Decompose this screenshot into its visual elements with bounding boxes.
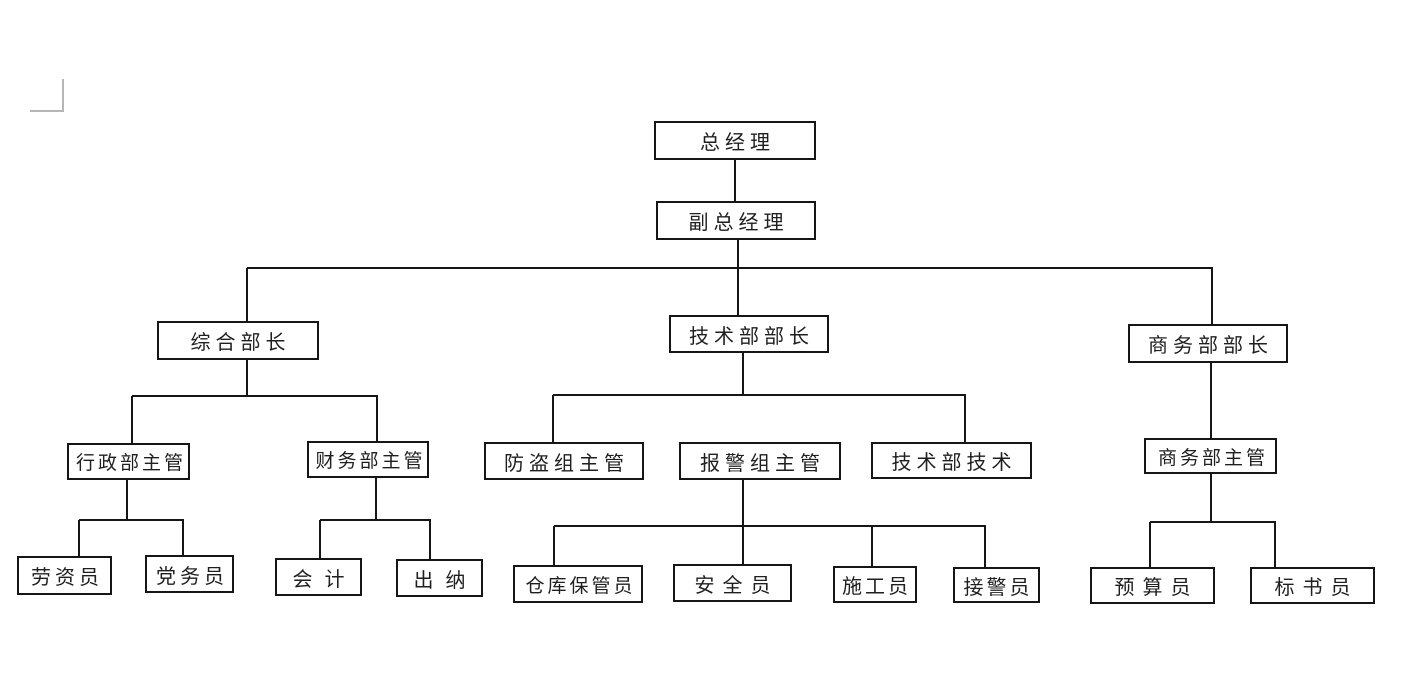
org-node-label: 出纳: [413, 567, 478, 592]
org-node-label: 会计: [292, 566, 357, 591]
org-node-alarm-group-supervisor[interactable]: 报警组主管: [679, 442, 841, 480]
org-node-budget-clerk[interactable]: 预算员: [1090, 567, 1215, 604]
org-node-label: 施工员: [842, 574, 911, 598]
org-node-label: 财务部主管: [315, 450, 426, 472]
org-node-admin-supervisor[interactable]: 行政部主管: [67, 443, 190, 480]
connector-line: [984, 526, 986, 567]
connector-line: [246, 268, 248, 321]
connector-line: [376, 396, 378, 441]
org-node-party-affairs-clerk[interactable]: 党务员: [145, 555, 234, 593]
org-node-finance-supervisor[interactable]: 财务部主管: [307, 441, 429, 478]
org-node-label: 技术部部长: [689, 323, 814, 348]
connector-line: [553, 526, 555, 565]
connector-line: [553, 394, 966, 396]
org-node-business-dept-head[interactable]: 商务部部长: [1128, 324, 1288, 363]
org-node-cashier[interactable]: 出纳: [396, 559, 483, 597]
org-node-label: 技术部技术: [891, 450, 1017, 474]
org-node-label: 商务部主管: [1157, 446, 1268, 469]
org-node-alarm-receiver[interactable]: 接警员: [953, 567, 1040, 603]
org-node-warehouse-keeper[interactable]: 仓库保管员: [513, 565, 643, 603]
org-node-deputy-general-manager[interactable]: 副总经理: [656, 201, 816, 240]
connector-line: [132, 395, 378, 397]
connector-line: [734, 159, 736, 202]
connector-line: [552, 395, 554, 442]
connector-line: [79, 519, 184, 521]
org-node-label: 防盗组主管: [504, 450, 629, 475]
connector-line: [131, 396, 133, 443]
connector-line: [319, 520, 321, 558]
connector-line: [375, 478, 377, 520]
org-node-bid-document-clerk[interactable]: 标书员: [1250, 567, 1375, 604]
connector-line: [247, 267, 1213, 269]
org-node-tech-dept-head[interactable]: 技术部部长: [669, 315, 829, 353]
org-node-label: 综合部长: [190, 330, 291, 354]
connector-line: [320, 519, 431, 521]
org-node-general-affairs-head[interactable]: 综合部长: [157, 321, 319, 360]
connector-line: [964, 395, 966, 442]
connector-line: [554, 525, 986, 527]
connector-line: [1210, 474, 1212, 522]
org-node-label: 劳资员: [31, 565, 103, 589]
org-node-tech-dept-technician[interactable]: 技术部技术: [871, 442, 1032, 479]
connector-line: [742, 353, 744, 395]
org-node-business-supervisor[interactable]: 商务部主管: [1144, 438, 1277, 474]
org-node-label: 预算员: [1114, 575, 1199, 599]
connector-line: [1211, 268, 1213, 324]
connector-line: [742, 480, 744, 564]
org-node-labor-wage-clerk[interactable]: 劳资员: [17, 556, 112, 595]
connector-line: [871, 526, 873, 566]
connector-line: [1274, 522, 1276, 567]
connector-line: [1210, 363, 1212, 438]
connector-line: [1149, 522, 1151, 567]
page-corner-mark: [30, 110, 64, 112]
connector-line: [126, 480, 128, 520]
org-node-label: 标书员: [1274, 575, 1359, 599]
org-node-label: 安全员: [694, 572, 779, 597]
connector-line: [246, 360, 248, 396]
org-node-label: 商务部部长: [1148, 333, 1273, 357]
connector-line: [429, 520, 431, 559]
org-node-label: 行政部主管: [75, 452, 186, 474]
org-node-label: 副总经理: [688, 210, 789, 234]
org-node-safety-officer[interactable]: 安全员: [673, 564, 792, 602]
org-node-anti-theft-supervisor[interactable]: 防盗组主管: [484, 442, 644, 480]
org-node-label: 接警员: [963, 574, 1033, 599]
connector-line: [78, 520, 80, 556]
org-node-label: 仓库保管员: [525, 574, 636, 597]
org-node-general-manager[interactable]: 总经理: [654, 121, 816, 160]
org-node-label: 党务员: [156, 563, 228, 588]
org-node-label: 报警组主管: [700, 450, 825, 475]
org-node-accountant[interactable]: 会计: [275, 558, 362, 596]
connector-line: [737, 240, 739, 315]
org-node-construction-worker[interactable]: 施工员: [833, 566, 917, 603]
org-node-label: 总经理: [700, 130, 775, 154]
page-corner-mark: [62, 79, 64, 112]
connector-line: [1150, 521, 1276, 523]
connector-line: [182, 520, 184, 555]
